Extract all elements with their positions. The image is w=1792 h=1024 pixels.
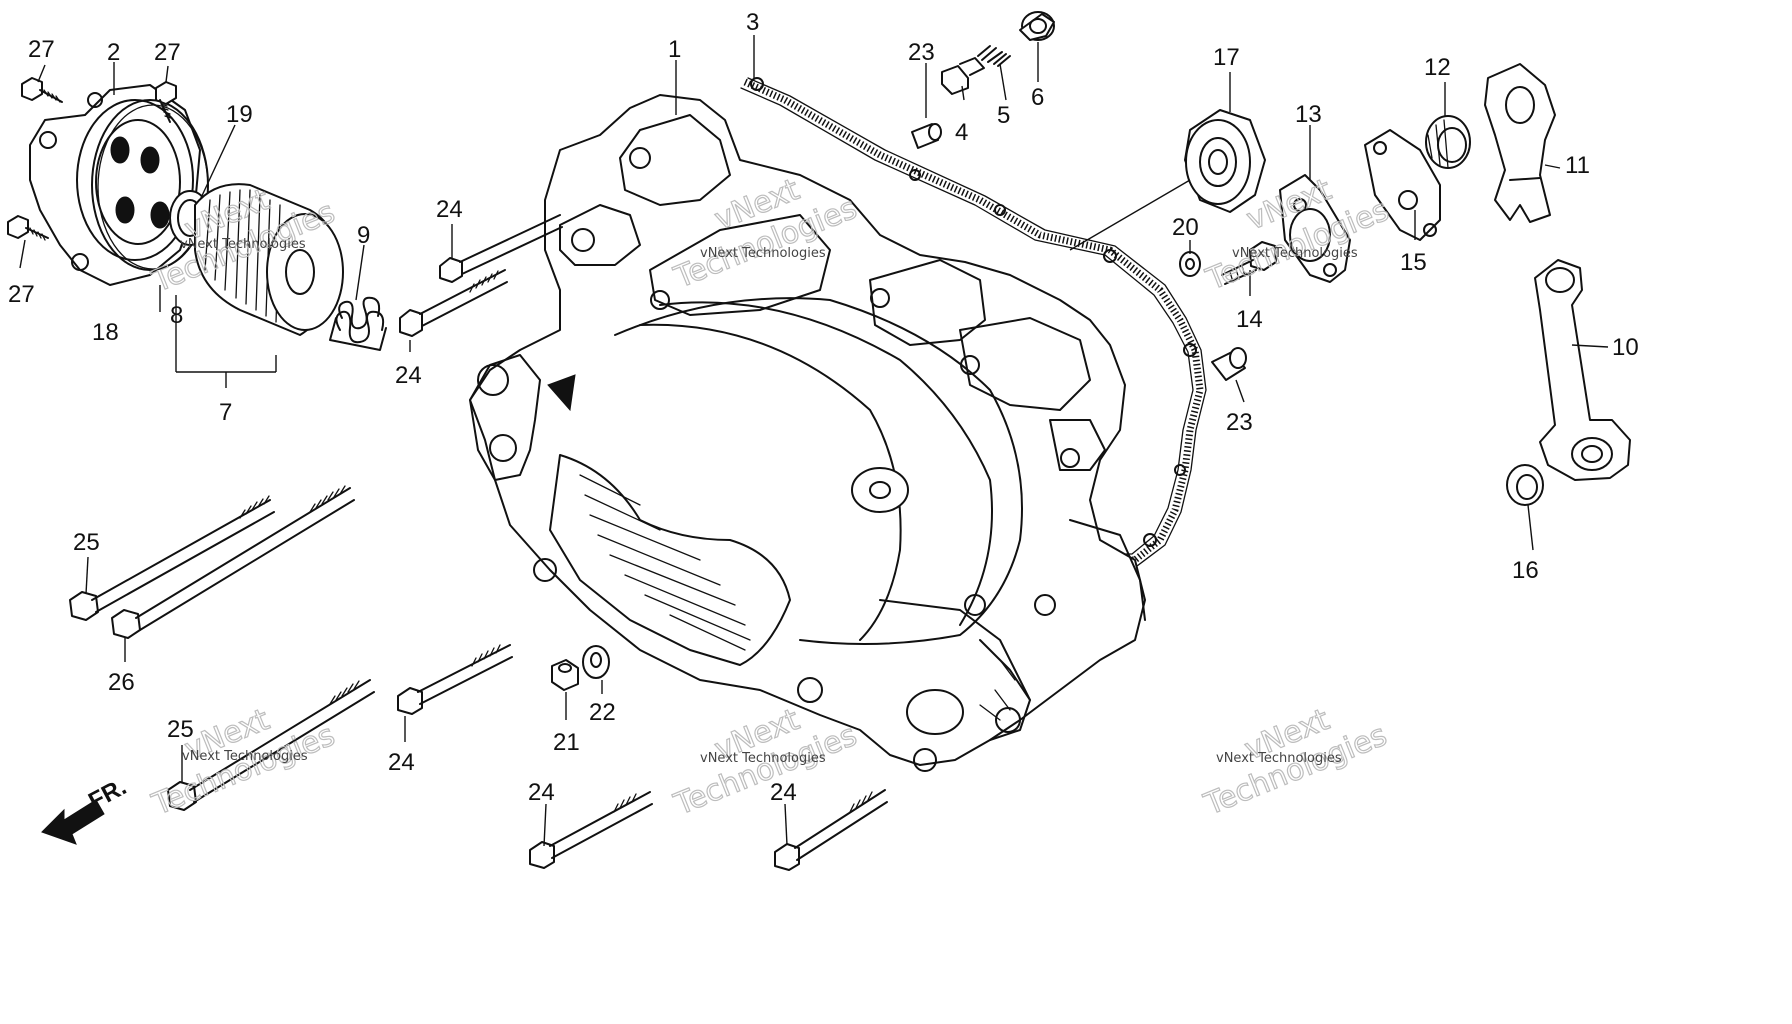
callout-25-lower: 25 — [167, 716, 194, 743]
callout-23-right: 23 — [1226, 409, 1253, 436]
callout-24-mid: 24 — [388, 749, 415, 776]
bolt-24-mid — [397, 644, 513, 715]
callout-23-top: 23 — [908, 39, 935, 66]
watermark-bottom-right: vNext Technologies vNext Technologies — [1198, 701, 1392, 823]
callout-4: 4 — [955, 119, 968, 146]
callout-13: 13 — [1295, 101, 1322, 128]
washer-20 — [1179, 251, 1201, 277]
svg-text:vNext Technologies: vNext Technologies — [180, 237, 306, 252]
oil-filter-cover — [29, 84, 201, 286]
bolt-27-bottom-left — [7, 215, 49, 241]
washer-16 — [1506, 464, 1544, 506]
spring-5 — [977, 45, 1011, 67]
callout-25-upper: 25 — [73, 529, 100, 556]
callout-22: 22 — [589, 699, 616, 726]
bearing-17 — [1184, 109, 1266, 213]
callout-24-lower-b: 24 — [770, 779, 797, 806]
plug-6 — [1019, 11, 1055, 41]
dowel-pin-23-right — [1211, 347, 1247, 381]
bushing-12 — [1425, 115, 1471, 169]
shift-drum-cam-15 — [1364, 129, 1441, 241]
bolt-14 — [1221, 241, 1277, 285]
callout-6: 6 — [1031, 84, 1044, 111]
shift-arm-11 — [1484, 63, 1556, 223]
callout-1: 1 — [668, 36, 681, 63]
callout-24-left: 24 — [395, 362, 422, 389]
dowel-pin-23-top — [911, 123, 942, 149]
callout-12: 12 — [1424, 54, 1451, 81]
callout-3: 3 — [746, 9, 759, 36]
svg-text:vNext Technologies: vNext Technologies — [182, 749, 308, 764]
callout-15: 15 — [1400, 249, 1427, 276]
callout-19: 19 — [226, 101, 253, 128]
callout-14: 14 — [1236, 306, 1263, 333]
filter-spring — [329, 296, 387, 351]
svg-text:vNext Technologies: vNext Technologies — [700, 246, 826, 261]
callout-16: 16 — [1512, 557, 1539, 584]
callout-18: 18 — [92, 319, 119, 346]
bolt-24-upper-a — [439, 214, 563, 283]
callout-21: 21 — [553, 729, 580, 756]
washer-22 — [582, 645, 610, 679]
bolt-27-top-left — [21, 77, 63, 103]
callout-2: 2 — [107, 39, 120, 66]
callout-9: 9 — [357, 222, 370, 249]
bolt-24-upper-b — [399, 269, 508, 337]
callout-20: 20 — [1172, 214, 1199, 241]
callout-24-lower-a: 24 — [528, 779, 555, 806]
callout-10: 10 — [1612, 334, 1639, 361]
bolt-25-long — [69, 495, 275, 621]
callout-24-upper: 24 — [436, 196, 463, 223]
bolt-24-lower-b — [774, 789, 888, 871]
front-direction-arrow: FR. — [41, 773, 131, 845]
callout-11: 11 — [1565, 152, 1590, 179]
bolt-24-lower-a — [529, 791, 653, 869]
callout-27-top-right: 27 — [154, 39, 181, 66]
svg-text:vNext Technologies: vNext Technologies — [1232, 246, 1358, 261]
bolt-26-long — [111, 485, 355, 639]
callout-5: 5 — [997, 102, 1010, 129]
shift-lever-10 — [1534, 259, 1631, 481]
callout-17: 17 — [1213, 44, 1240, 71]
callout-27-bottom: 27 — [8, 281, 35, 308]
callout-26: 26 — [108, 669, 135, 696]
gasket — [743, 78, 1204, 564]
oil-filter-element — [194, 183, 344, 336]
callout-27-top-left: 27 — [28, 36, 55, 63]
bolt-25-lower — [167, 679, 375, 811]
callout-8: 8 — [170, 302, 183, 329]
svg-text:vNext Technologies: vNext Technologies — [700, 751, 826, 766]
callout-7: 7 — [219, 399, 232, 426]
crankcase-cover — [469, 94, 1146, 772]
svg-text:vNext Technologies: vNext Technologies — [1216, 751, 1342, 766]
leader-lines — [19, 35, 1609, 847]
